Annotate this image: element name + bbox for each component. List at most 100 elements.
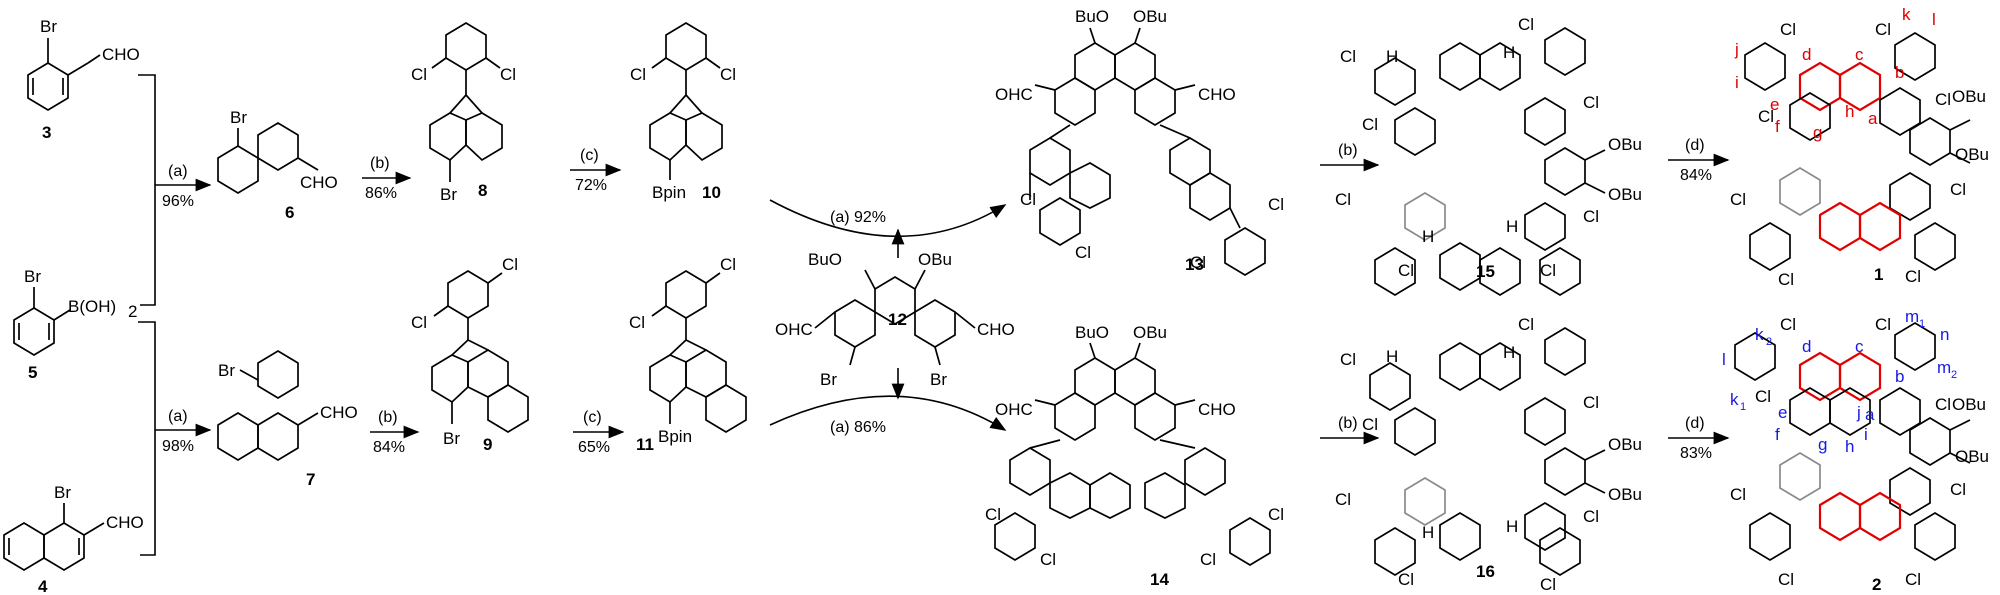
substituent-label: Cl (1362, 115, 1378, 134)
compound-number: 13 (1185, 255, 1204, 274)
proton-label-subscript: 1 (1919, 318, 1925, 330)
substituent-label: Cl (720, 65, 736, 84)
substituent-label: H (1422, 523, 1434, 542)
substituent-label: Cl (1905, 267, 1921, 286)
substituent-label: Cl (411, 313, 427, 332)
substituent-label: Cl (1398, 570, 1414, 589)
proton-label: b (1895, 63, 1904, 82)
compound-number: 16 (1476, 562, 1495, 581)
substituent-label: OBu (1952, 87, 1986, 106)
bracket-bottom (138, 321, 156, 556)
compound-3: Br CHO 3 (27, 17, 140, 142)
compound-number: 2 (1872, 575, 1881, 594)
condition-label: (c) (583, 409, 602, 426)
compound-number: 11 (636, 435, 654, 454)
substituent-label: Cl (1340, 47, 1356, 66)
substituent-label: Cl (720, 255, 736, 274)
compound-8: Cl Cl Br 8 (411, 22, 516, 204)
step-arrow-7: (a) 92% (769, 199, 1007, 258)
step-arrow-11: (d) 84% (1668, 137, 1730, 184)
proton-label-subscript: 2 (1951, 369, 1957, 381)
proton-label: e (1778, 403, 1787, 422)
compound-2: Cl Cl Cl Cl Cl Cl Cl Cl OBu OBu m 1 n k … (1722, 307, 1989, 594)
substituent-label: CHO (320, 403, 358, 422)
substituent-label: H (1506, 517, 1518, 536)
step-arrow-3: (b) 86% (362, 155, 412, 202)
substituent-label: BuO (808, 250, 842, 269)
substituent-label: Br (218, 361, 235, 380)
proton-label: i (1864, 425, 1868, 444)
substituent-label: H (1386, 47, 1398, 66)
proton-label: k (1755, 325, 1764, 344)
compound-4: Br CHO 4 (3, 483, 144, 595)
condition-label: (b) (1338, 415, 1358, 432)
substituent-label: Cl (1778, 270, 1794, 289)
substituent-label: Cl (1335, 190, 1351, 209)
step-arrow-10: (b) (1320, 415, 1380, 445)
substituent-label: Cl (1020, 190, 1036, 209)
substituent-label: CHO (300, 173, 338, 192)
compound-number: 9 (483, 435, 492, 454)
compound-6: Br CHO 6 (217, 108, 338, 222)
substituent-label: Cl (1190, 253, 1206, 272)
substituent-label: OBu (1133, 323, 1167, 342)
substituent-label: BuO (1075, 323, 1109, 342)
substituent-label: Cl (1935, 90, 1951, 109)
substituent-label: Cl (1040, 550, 1056, 569)
substituent-label: Cl (629, 313, 645, 332)
proton-label: h (1845, 437, 1854, 456)
substituent-label: OHC (995, 85, 1033, 104)
substituent-label: Cl (985, 505, 1001, 524)
substituent-label: Cl (411, 65, 427, 84)
substituent-label: Cl (1540, 575, 1556, 594)
substituent-label: OHC (775, 320, 813, 339)
condition-label: (b) (370, 155, 390, 172)
compound-number: 8 (478, 181, 487, 200)
substituent-label: Cl (1268, 505, 1284, 524)
substituent-label: Cl (1340, 350, 1356, 369)
substituent-label: CHO (102, 45, 140, 64)
compound-number: 10 (702, 183, 721, 202)
substituent-label: OBu (1952, 395, 1986, 414)
proton-label: m (1905, 307, 1919, 326)
condition-label: (a) 86% (830, 419, 886, 436)
substituent-label: CHO (106, 513, 144, 532)
substituent-label: H (1386, 347, 1398, 366)
yield-label: 65% (578, 439, 610, 456)
proton-label: d (1802, 45, 1811, 64)
proton-label: k (1730, 390, 1739, 409)
substituent-label: OBu (1133, 7, 1167, 26)
compound-number: 14 (1150, 570, 1169, 589)
substituent-label: Cl (1905, 570, 1921, 589)
compound-number: 12 (888, 310, 907, 329)
substituent-label: Cl (1518, 315, 1534, 334)
substituent-label: OBu (1608, 135, 1642, 154)
substituent-label: Bpin (652, 183, 686, 202)
substituent-label: Bpin (658, 427, 692, 446)
substituent-label: OBu (1608, 435, 1642, 454)
condition-label: (a) (168, 163, 188, 180)
compound-number: 7 (306, 470, 315, 489)
proton-label: l (1722, 350, 1726, 369)
proton-label-subscript: 1 (1740, 401, 1746, 413)
compound-5: Br B(OH) 2 5 (13, 267, 137, 382)
substituent-label: OBu (1955, 447, 1989, 466)
substituent-label: OBu (1955, 145, 1989, 164)
substituent-label: B(OH) (68, 297, 116, 316)
compound-number: 3 (42, 123, 51, 142)
proton-label: j (1856, 403, 1861, 422)
substituent-label: Cl (1875, 20, 1891, 39)
substituent-label: Br (54, 483, 71, 502)
proton-label: b (1895, 367, 1904, 386)
substituent-label: Br (40, 17, 57, 36)
substituent-label: Cl (1200, 550, 1216, 569)
substituent-label: Cl (1950, 180, 1966, 199)
yield-label: 84% (373, 439, 405, 456)
substituent-label: Br (930, 370, 947, 389)
proton-label: n (1940, 325, 1949, 344)
condition-label: (b) (1338, 142, 1358, 159)
proton-label: c (1855, 337, 1864, 356)
substituent-label: Cl (500, 65, 516, 84)
substituent-label: OBu (918, 250, 952, 269)
substituent-label: Cl (1780, 20, 1796, 39)
